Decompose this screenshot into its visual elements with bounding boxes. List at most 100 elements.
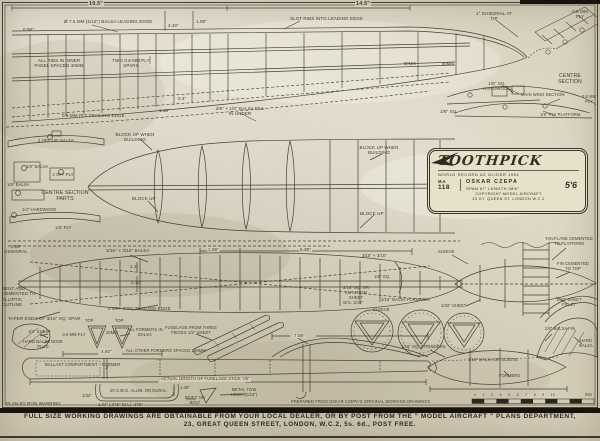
label-tailplane-cemented: TAILPLANE CEMENTED TO PLATFORM	[545, 236, 593, 246]
bottom-edge-line	[0, 436, 600, 438]
label-dim-7-08: 7.08"	[293, 333, 306, 339]
label-former: FORMER	[102, 362, 121, 367]
label-prepared: PREPARED FROM OSKAR CZEPA'S ORIGINAL WOR…	[291, 399, 431, 404]
label-formers-120: ALL OTHER FORMERS SPACED 120MM	[126, 348, 206, 353]
label-dim-1-38: 1.38"	[159, 108, 170, 113]
label-sq-18-a: 1/8" SQ.	[440, 109, 458, 114]
label-sheet-14: 1/4" SHEET	[28, 329, 51, 334]
title-block: TOOTHPICK WORLD RECORD A2 GLIDER 1951 M.…	[427, 148, 588, 214]
label-sq-316-316: 3/16" × 3/16"	[362, 253, 387, 258]
label-dim-1-1: 1.1"	[130, 264, 139, 269]
label-dim-5-39: 5.39"	[299, 247, 312, 253]
label-ply-08-a: 0.8 MM PLY	[572, 9, 588, 20]
label-block-up-1: BLOCK UP WHEN BUILDING	[115, 132, 155, 143]
label-block-up-2: BLOCK UP	[132, 196, 156, 201]
label-sleeve-b: SLEEVE	[438, 249, 455, 254]
label-top-a: TOP	[85, 318, 94, 323]
label-part-balsa-a: 1/8" BALSA	[26, 164, 49, 169]
label-ws-316: W.S. 3/16"	[343, 300, 364, 305]
label-sheet-fillet: 1/16" SHEET FILLET	[556, 297, 582, 307]
label-dihedral-198: 1.98" DIHEDRAL	[4, 244, 28, 255]
span-length: SPAN 67" LENGTH 38½"	[466, 185, 520, 191]
label-all-formers-balsa: ALL FORMERS IN BALSA	[127, 327, 163, 337]
label-skid-dims: 1.04" (.375" DIA.) .375"	[98, 402, 143, 407]
label-part-hardwood: 1/4" HARDWOOD	[22, 207, 57, 212]
label-block-up-3: BLOCK UP WHEN BUILDING	[359, 145, 399, 156]
footer-line-1: FULL SIZE WORKING DRAWINGS ARE OBTAINABL…	[24, 413, 576, 420]
label-fin-cemented: FIN CEMENTED TO TOP	[557, 261, 589, 271]
label-part-ply: 1/8" PLY	[55, 225, 72, 230]
scale-bar-numbers: 1 2 3 4 5 6 7 8 9 10	[474, 393, 555, 397]
fuselage-stick-side-view	[11, 315, 432, 404]
label-trailing-edge: 0.8 MM PLY TRAILING EDGE	[62, 113, 125, 118]
label-hardwood-sq: 1/8" SQ. HARDWOOD	[482, 81, 512, 92]
label-part-2off-ply: 2 OFF PLY	[52, 172, 74, 177]
scale-bar-units: INS	[585, 392, 593, 397]
label-sleeve-a: SLEEVE	[373, 307, 390, 312]
label-hard-balsa: HARD BALSA	[579, 338, 593, 348]
price: 5'6	[564, 179, 578, 190]
label-taper-ends: TAPER ENDS OF 3/16" SQ. SPAR	[8, 316, 81, 321]
label-trailing-332: 2 OFF 3/32" TRAILING EDGE	[108, 306, 171, 311]
label-leading-edge: Ø 7.5 MM (5/16") BALSA LEADING EDGE	[64, 19, 153, 24]
label-part-balsa-b: 1/8" BALSA	[7, 182, 30, 187]
label-dim-1-98: 1.98"	[207, 247, 220, 253]
label-formers-pod: FORMERS	[499, 373, 521, 378]
designer-name: OSKAR CZEPA	[466, 178, 519, 185]
label-ballast: BALLAST COMPARTMENT	[45, 362, 98, 367]
label-nose-plug: HARD BALSA NOSE PLUG	[23, 339, 63, 349]
label-balsa-or-sleeve: 1/16" BALSA OR SLEEVE	[468, 357, 518, 362]
top-edge-bar	[520, 0, 600, 4]
label-dim-4-92: 4.92"	[100, 349, 113, 355]
label-swg-dural: 20 S.W.G. ALUM. OR DURAL	[110, 388, 167, 393]
label-centre-section: CENTRE SECTION	[558, 73, 582, 86]
label-slot-ribs: SLOT RIBS INTO LEADING EDGE	[290, 16, 364, 21]
label-dim-0-98: 0.98"	[23, 27, 34, 32]
centre-section-parts	[7, 130, 105, 224]
label-dim-26: 26MM	[106, 330, 118, 335]
label-dim-2-40: 2.40"	[168, 23, 179, 28]
label-ply-platform: 1/8" PLY PLATFORM	[540, 112, 581, 117]
label-centre-parts: CENTRE SECTION PARTS	[41, 190, 89, 203]
plan-number: 118	[438, 183, 450, 191]
label-plan-by: PLAN BY RON WARRING	[6, 401, 61, 406]
label-bent-cemented: BENT AND CEMENTED TO ELLIPTIC OUTLINE	[2, 286, 36, 307]
leader-lines	[91, 19, 520, 122]
label-dim-1-08-b: 1.08"	[180, 385, 190, 390]
label-ply-spars: TWO 0.8 MM PLY SPARS	[112, 58, 150, 69]
label-dim-1-08: 1.08"	[196, 19, 207, 24]
fuselage-pod-top-view	[451, 242, 599, 323]
footer-line-2: 23, GREAT QUEEN STREET, LONDON, W.C.2, 5…	[183, 421, 417, 428]
label-stringers: 1/16" SQ. STRINGERS	[401, 344, 446, 349]
label-cut-from-sheet: 3/16" SQ. OR CUT FROM SHEET	[342, 285, 370, 300]
label-balsa-316: 3/16" × 3/16" BALSA	[106, 248, 150, 253]
footer-divider-bar	[0, 408, 600, 413]
label-fill-in: 3/8" × 1/8" BALSA FILL IN UNDER	[215, 106, 265, 117]
label-sq-18-b: 1/8" SQ.	[374, 274, 391, 279]
former-circles	[350, 309, 485, 357]
label-balsa-formers: 1/16" BALSA FORMERS	[381, 297, 429, 302]
label-block-up-4: BLOCK UP	[360, 211, 384, 216]
label-dim-80-a: 80MM	[404, 61, 416, 66]
label-top-b: TOP	[115, 318, 124, 323]
footer-caption: FULL SIZE WORKING DRAWINGS ARE OBTAINABL…	[0, 413, 600, 428]
label-dim-19-5: 19.5"	[88, 1, 105, 8]
label-actual-length: ACTUAL LENGTH OF FUSELAGE STICK 7/8"	[160, 376, 251, 382]
centre-section-sketch	[527, 6, 598, 59]
copyright-line: COPYRIGHT MODEL AIRCRAFT	[475, 191, 542, 196]
label-dim-14-5: 14.5"	[355, 1, 372, 8]
border-frame	[2, 2, 598, 408]
label-dihedral-tip: 1° DIHEDRAL AT TIP	[476, 11, 512, 22]
plan-number-box: M.A 118	[438, 178, 461, 191]
address-line: 33 GT. QUEEN ST. LONDON W.C.2	[472, 196, 545, 201]
label-fuselage-pieces: FUSELAGE FROM THREE PIECES 1/2" SHEET	[165, 325, 217, 335]
label-dim-1-32: 1/32"	[82, 393, 92, 398]
label-dim-80-b: 80MM	[442, 61, 454, 66]
glider-icon	[431, 152, 459, 166]
centre-section-side-view	[446, 85, 597, 119]
label-dim-2-12: 2.12"	[131, 280, 142, 285]
plan-number-prefix: M.A	[438, 178, 446, 184]
label-ply-08-b: 0.8 MM PLY	[581, 94, 597, 104]
record-subtitle: WORLD RECORD A2 GLIDER 1951	[438, 169, 579, 177]
